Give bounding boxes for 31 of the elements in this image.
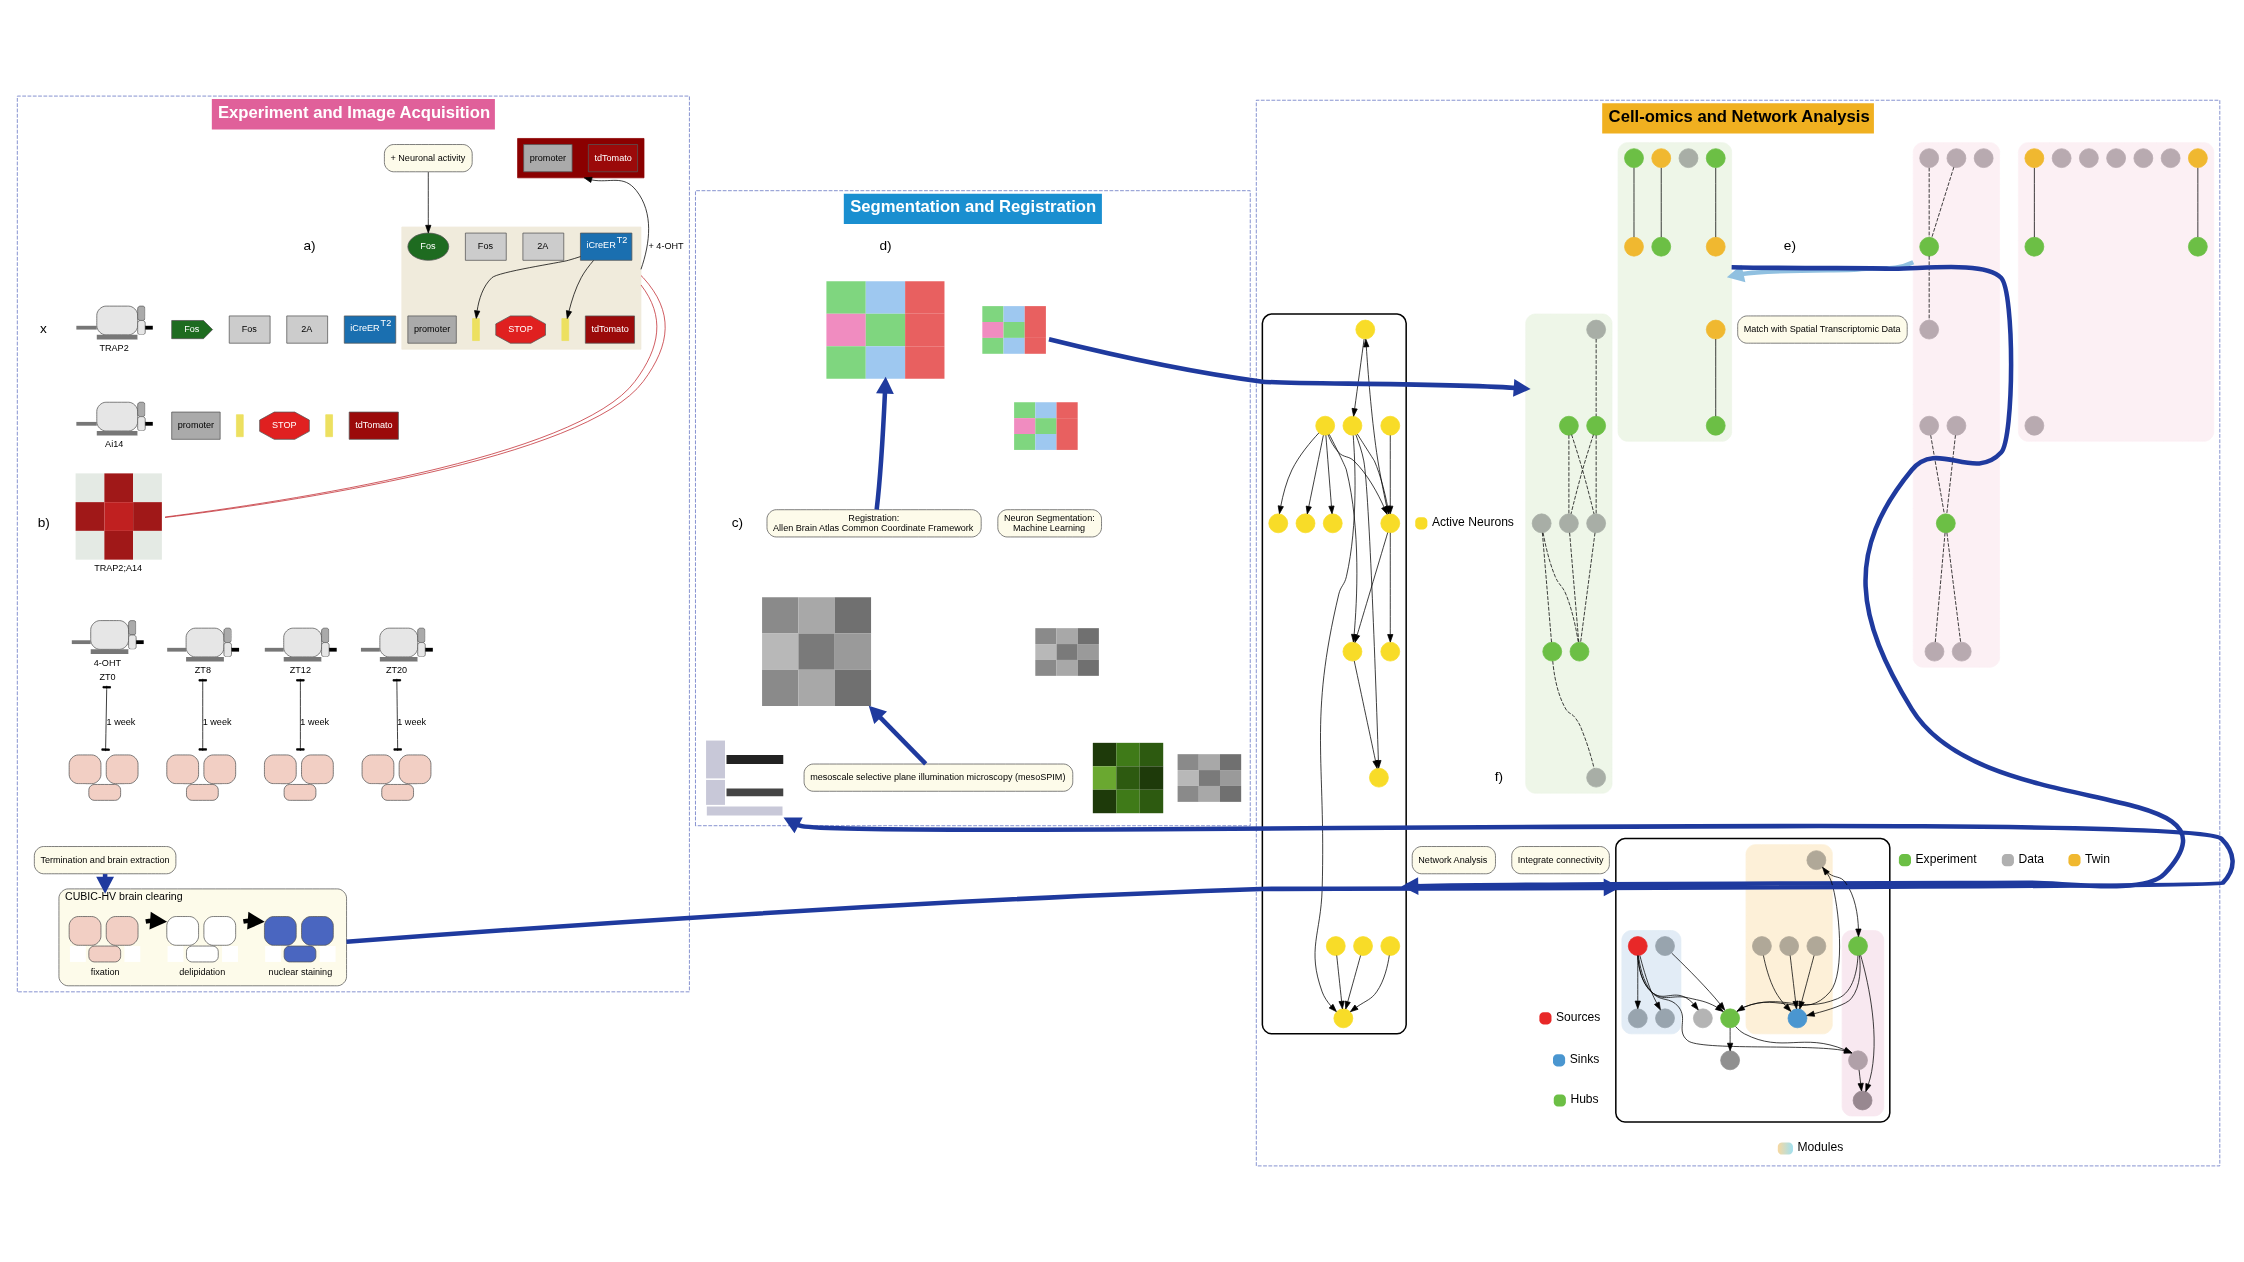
- label: f): [1494, 768, 1504, 784]
- edge-label: 1 week: [397, 716, 427, 727]
- node-label: delipidation: [179, 966, 226, 977]
- node-label: fixation: [90, 966, 120, 977]
- label: e): [1783, 238, 1796, 254]
- node-label: TRAP2;A14: [94, 563, 143, 574]
- label: x: [40, 320, 47, 336]
- legend-label: Modules: [1797, 1140, 1844, 1155]
- legend-label: Experiment: [1915, 852, 1977, 867]
- edge-label: 1 week: [106, 716, 136, 727]
- legend-label: Hubs: [1570, 1092, 1599, 1107]
- node-label: nuclear staining: [268, 966, 333, 977]
- node-label: ZT20: [385, 665, 408, 676]
- label: b): [37, 514, 50, 530]
- label: a): [303, 238, 316, 254]
- node-label: Ai14: [105, 439, 124, 450]
- label: d): [879, 238, 892, 254]
- node-label: 4-OHT: [93, 657, 122, 668]
- edge-label: 1 week: [202, 716, 232, 727]
- legend-label: Data: [2018, 852, 2045, 867]
- node-label: ZT12: [289, 665, 311, 676]
- legend-label: Active Neurons: [1431, 515, 1514, 530]
- node-label: TRAP2: [99, 343, 129, 354]
- label: c): [731, 514, 744, 530]
- node-label: ZT8: [194, 665, 211, 676]
- legend-label: Sources: [1556, 1010, 1601, 1025]
- edge-label: + 4-OHT: [648, 241, 684, 252]
- edge-label: 1 week: [300, 716, 330, 727]
- legend-label: Sinks: [1569, 1052, 1600, 1067]
- legend-label: Twin: [2085, 852, 2110, 867]
- node-label: ZT0: [99, 672, 116, 683]
